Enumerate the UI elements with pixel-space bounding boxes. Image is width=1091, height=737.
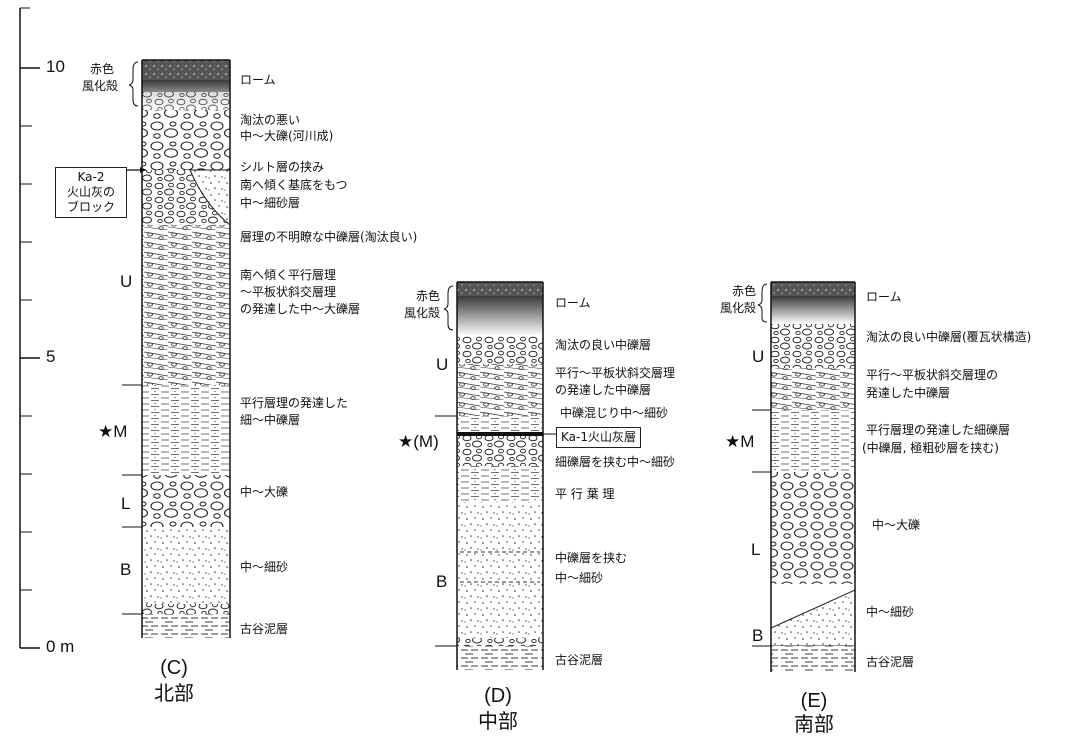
c-layer-5b: ～平板状斜交層理 [240,285,336,300]
c-layer-5c: の発達した中～大礫層 [240,302,360,317]
e-layer-7: 古谷泥層 [866,655,914,670]
column-c [122,60,230,638]
c-star-icon: ★ [98,422,113,441]
e-weathering-label-2: 風化殻 [720,301,756,316]
c-block-line-2: 火山灰の [60,185,122,200]
c-unit-m: M [113,422,127,441]
c-block-line-1: Ka-2 [60,170,122,185]
c-layer-3a: シルト層の挟み [240,160,324,175]
c-unit-u: U [120,272,132,292]
d-layer-2: 淘汰の良い中礫層 [555,338,651,353]
column-e [752,282,855,672]
e-unit-u: U [752,347,764,367]
d-ash-label: Ka-1火山灰層 [556,427,641,448]
c-section-name: 北部 [144,681,204,707]
c-section-title: (C) 北部 [144,655,204,707]
e-layer-3a: 平行～平板状斜交層理の [866,368,998,383]
d-layer-7b: 中～細砂 [555,571,603,586]
column-d [435,282,556,670]
scale-tick-5: 5 [46,347,55,367]
d-layer-6: 平 行 葉 理 [555,487,614,502]
e-section-title: (E) 南部 [784,688,844,736]
d-layer-7a: 中礫層を挟む [555,551,627,566]
e-layer-4a: 平行層理の発達した細礫層 [866,423,1010,438]
e-layer-5: 中～大礫 [872,518,920,533]
e-layer-4b: (中礫層, 極粗砂層を挟む) [862,441,999,456]
e-unit-m: M [740,432,754,451]
c-layer-3c: 中～細砂層 [240,196,300,211]
e-layer-3b: 発達した中礫層 [866,386,950,401]
e-section-name: 南部 [784,714,844,736]
c-layer-6a: 平行層理の発達した [240,396,348,411]
c-layer-6b: 細～中礫層 [240,413,300,428]
c-block-line-3: ブロック [60,200,122,215]
d-weathering-label-2: 風化殻 [404,306,440,321]
c-weathering-label-1: 赤色 [90,62,114,77]
c-section-code: (C) [144,655,204,681]
d-section-name: 中部 [468,709,528,735]
d-layer-3b: の発達した中礫層 [555,383,651,398]
depth-scale [20,8,40,648]
c-layer-8: 中～細砂 [240,560,288,575]
e-layer-loam: ローム [866,290,902,305]
e-star-marker: ★M [725,432,754,452]
d-section-title: (D) 中部 [468,683,528,735]
c-unit-b: B [120,560,131,580]
d-unit-b: B [436,572,447,592]
d-layer-loam: ローム [555,296,591,311]
d-layer-5: 細礫層を挟む中～細砂 [555,455,675,470]
e-unit-l: L [751,540,760,560]
d-layer-8: 古谷泥層 [555,653,603,668]
c-layer-loam: ローム [240,73,276,88]
d-layer-3a: 平行～平板状斜交層理 [555,366,675,381]
e-layer-6: 中～細砂 [866,605,914,620]
e-unit-b: B [752,626,763,646]
scale-tick-10: 10 [46,57,65,77]
e-section-code: (E) [784,688,844,714]
e-star-icon: ★ [725,432,740,451]
d-unit-m: (M) [413,432,438,451]
c-ash-block-label: Ka-2 火山灰の ブロック [55,167,127,218]
c-layer-7: 中～大礫 [240,485,288,500]
c-star-marker: ★M [98,422,127,442]
c-layer-4: 層理の不明瞭な中礫層(淘汰良い) [240,230,417,245]
c-layer-2b: 中～大礫(河川成) [240,129,333,144]
c-layer-9: 古谷泥層 [240,622,288,637]
c-layer-3b: 南へ傾く基底をもつ [240,178,348,193]
d-star-icon: ★ [398,432,413,451]
c-unit-l: L [121,494,130,514]
e-weathering-label-1: 赤色 [732,284,756,299]
d-weathering-label-1: 赤色 [416,289,440,304]
c-layer-2a: 淘汰の悪い [240,113,300,128]
d-layer-4: 中礫混じり中～細砂 [560,406,668,421]
scale-tick-0: 0 m [46,637,74,657]
d-star-marker: ★(M) [398,432,439,452]
d-unit-u: U [436,355,448,375]
d-section-code: (D) [468,683,528,709]
c-layer-5a: 南へ傾く平行層理 [240,268,336,283]
c-weathering-label-2: 風化殻 [82,79,118,94]
e-layer-2: 淘汰の良い中礫層(覆瓦状構造) [866,330,1031,345]
